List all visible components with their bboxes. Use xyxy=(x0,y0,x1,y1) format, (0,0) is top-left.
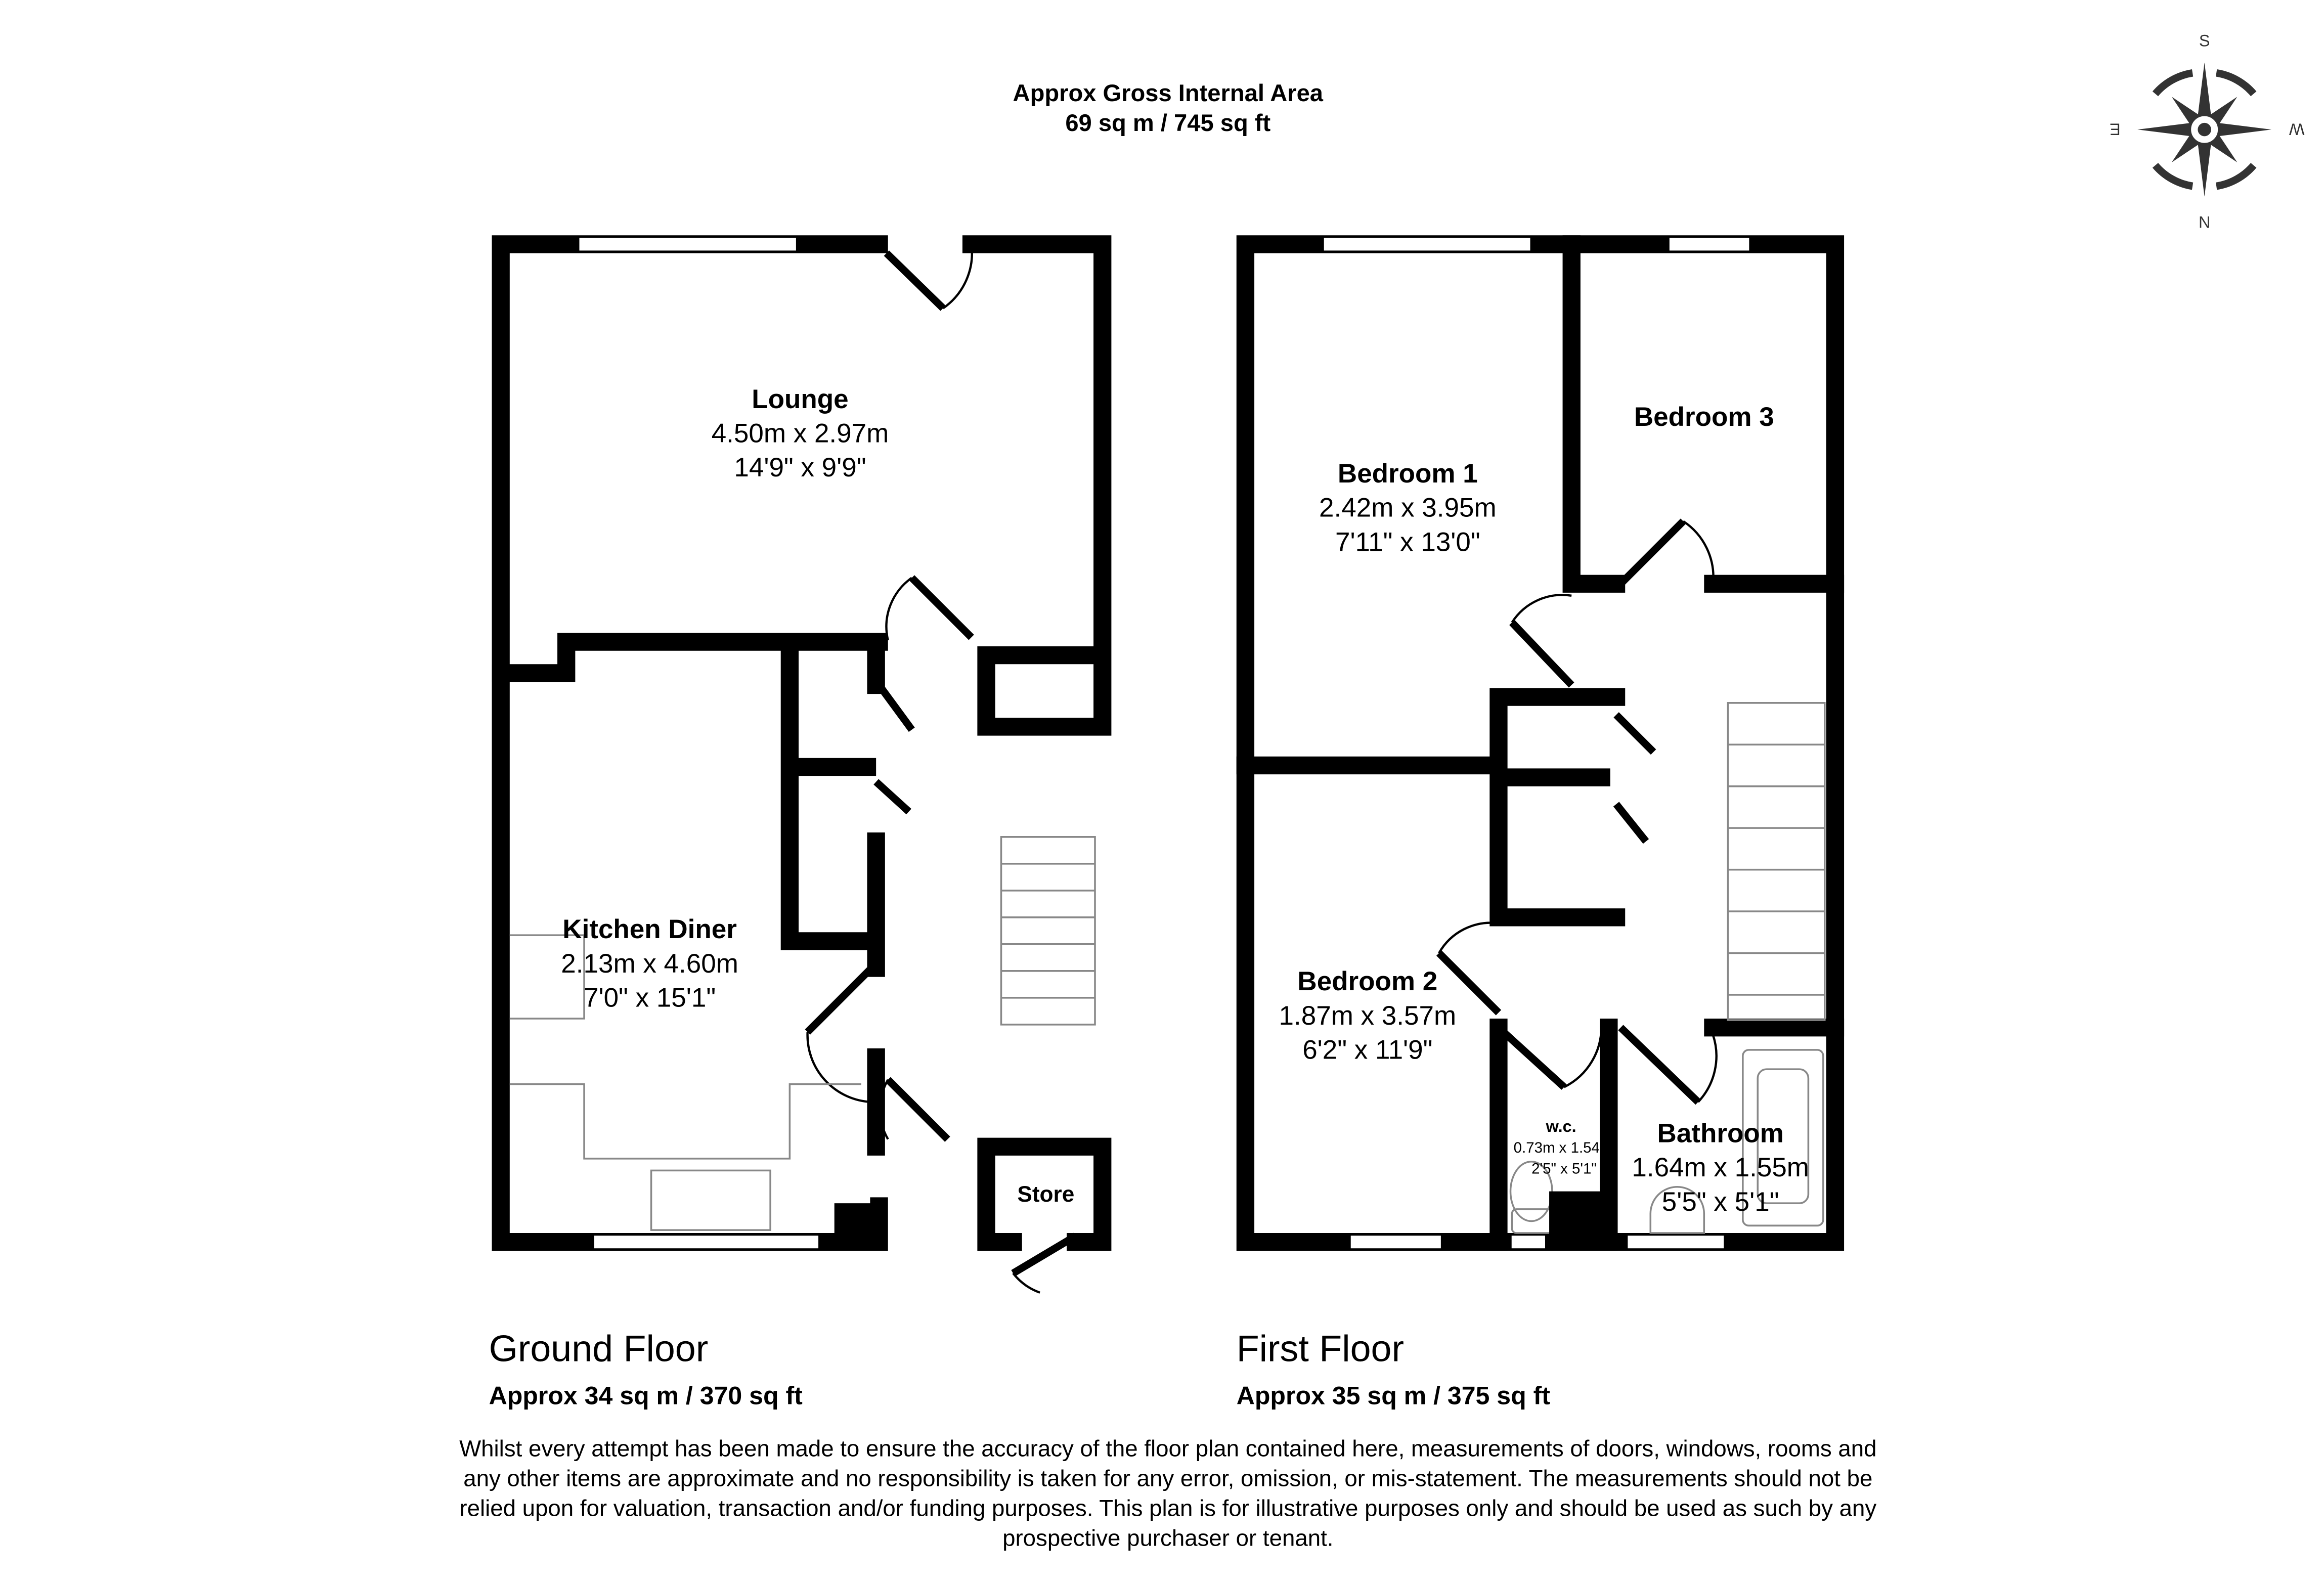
compass-n: N xyxy=(2199,213,2210,232)
room-name: Kitchen Diner xyxy=(562,914,737,944)
room-name: Lounge xyxy=(752,384,848,414)
gia-title: Approx Gross Internal Area xyxy=(1013,79,1324,106)
window xyxy=(1625,1233,1726,1251)
ground-floor-title: Ground Floor xyxy=(489,1327,709,1369)
window xyxy=(1667,235,1751,253)
disclaimer-line: any other items are approximate and no r… xyxy=(463,1466,1872,1491)
ground-floor-plan xyxy=(492,235,1112,1294)
window xyxy=(1348,1233,1443,1251)
compass-s: S xyxy=(2199,31,2210,50)
room-metric: 0.73m x 1.54 xyxy=(1514,1139,1600,1156)
room-imperial: 6'2" x 11'9" xyxy=(1302,1035,1432,1065)
room-wc: w.c. 0.73m x 1.54 2'5" x 5'1" xyxy=(1514,1117,1600,1177)
room-imperial: 14'9" x 9'9" xyxy=(734,453,866,482)
room-bedroom-3: Bedroom 3 xyxy=(1634,402,1774,432)
window xyxy=(1509,1233,1548,1251)
window xyxy=(1322,235,1532,253)
room-imperial: 5'5" x 5'1" xyxy=(1662,1187,1779,1217)
room-metric: 2.42m x 3.95m xyxy=(1319,493,1497,523)
first-floor-title: First Floor xyxy=(1237,1327,1404,1369)
room-name: Bathroom xyxy=(1657,1118,1784,1148)
ground-floor-area: Approx 34 sq m / 370 sq ft xyxy=(489,1382,803,1410)
room-bedroom-1: Bedroom 1 2.42m x 3.95m 7'11" x 13'0" xyxy=(1319,459,1497,557)
room-lounge: Lounge 4.50m x 2.97m 14'9" x 9'9" xyxy=(712,384,889,482)
first-floor-plan xyxy=(1236,235,1845,1251)
disclaimer-line: Whilst every attempt has been made to en… xyxy=(459,1436,1876,1462)
room-metric: 4.50m x 2.97m xyxy=(712,419,889,449)
room-name: w.c. xyxy=(1546,1117,1576,1135)
room-bedroom-2: Bedroom 2 1.87m x 3.57m 6'2" x 11'9" xyxy=(1279,966,1457,1065)
room-store: Store xyxy=(1017,1182,1074,1207)
room-metric: 1.64m x 1.55m xyxy=(1632,1153,1809,1182)
room-imperial: 7'0" x 15'1" xyxy=(584,983,716,1013)
room-name: Bedroom 1 xyxy=(1338,459,1478,489)
room-imperial: 7'11" x 13'0" xyxy=(1335,527,1480,557)
gia-area: 69 sq m / 745 sq ft xyxy=(1065,109,1270,136)
room-kitchen-diner: Kitchen Diner 2.13m x 4.60m 7'0" x 15'1" xyxy=(561,914,738,1013)
compass-w: W xyxy=(2289,120,2304,138)
room-name: Bedroom 2 xyxy=(1297,966,1437,996)
room-metric: 2.13m x 4.60m xyxy=(561,949,738,979)
compass-e: E xyxy=(2110,120,2121,138)
disclaimer: Whilst every attempt has been made to en… xyxy=(459,1436,1876,1551)
disclaimer-line: prospective purchaser or tenant. xyxy=(1002,1525,1333,1551)
first-floor-area: Approx 35 sq m / 375 sq ft xyxy=(1237,1382,1551,1410)
room-metric: 1.87m x 3.57m xyxy=(1279,1001,1457,1031)
window xyxy=(577,235,799,253)
room-imperial: 2'5" x 5'1" xyxy=(1531,1160,1597,1177)
compass-rose-icon: S N E W xyxy=(2110,31,2304,231)
disclaimer-line: relied upon for valuation, transaction a… xyxy=(459,1495,1876,1521)
window xyxy=(592,1233,821,1251)
room-bathroom: Bathroom 1.64m x 1.55m 5'5" x 5'1" xyxy=(1632,1118,1809,1216)
